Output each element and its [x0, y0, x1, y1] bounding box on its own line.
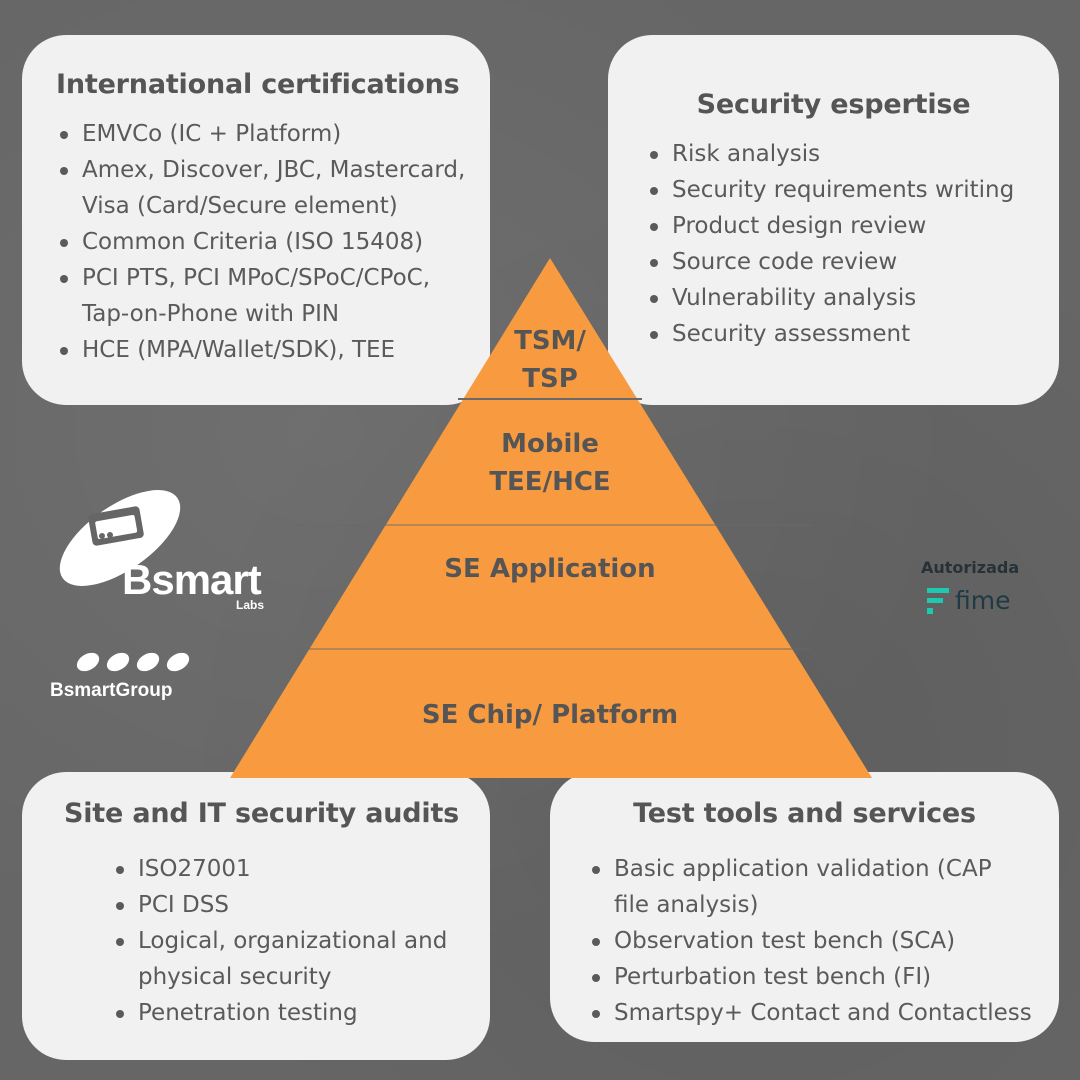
bsmart-logo: Bsmart Labs — [50, 478, 280, 618]
bsmart-group-logo: BsmartGroup — [50, 648, 200, 708]
list-item: Penetration testing — [112, 995, 490, 1031]
list-item: PCI DSS — [112, 887, 490, 923]
bsmart-group-icons — [76, 652, 190, 672]
audits-card: Site and IT security audits ISO27001 PCI… — [22, 772, 490, 1060]
list-item: Security assessment — [646, 316, 1059, 352]
bsmart-labs-text: Labs — [236, 598, 265, 612]
list-item: Observation test bench (SCA) — [588, 923, 1059, 959]
pyramid-triangle — [230, 258, 872, 778]
tools-card: Test tools and services Basic applicatio… — [550, 772, 1059, 1042]
list-item: Logical, organizational and physical sec… — [112, 923, 468, 995]
pyramid-level-se-chip: SE Chip/ Platform — [421, 700, 679, 730]
list-item: ISO27001 — [112, 851, 490, 887]
list-item: PCI PTS, PCI MPoC/SPoC/CPoC, Tap-on-Phon… — [56, 260, 482, 332]
pyramid-level-tsm: TSM/ TSP — [514, 326, 586, 394]
fime-icon — [927, 588, 949, 614]
security-title: Security espertise — [696, 89, 971, 120]
audits-title: Site and IT security audits — [64, 798, 460, 829]
list-item: Risk analysis — [646, 136, 1059, 172]
list-item: Basic application validation (CAP file a… — [588, 851, 1014, 923]
pyramid-level-se-application: SE Application — [444, 554, 656, 584]
audits-list: ISO27001 PCI DSS Logical, organizational… — [64, 851, 490, 1031]
security-list: Risk analysis Security requirements writ… — [646, 136, 1059, 352]
bsmart-group-wordmark: BsmartGroup — [50, 680, 173, 701]
list-item: Security requirements writing — [646, 172, 1059, 208]
list-item: EMVCo (IC + Platform) — [56, 116, 490, 152]
list-item: Common Criteria (ISO 15408) — [56, 224, 490, 260]
pyramid-level-mobile: Mobile TEE/HCE — [489, 429, 611, 497]
list-item: Smartspy+ Contact and Contactless — [588, 995, 1059, 1031]
bsmart-wordmark: Bsmart — [122, 556, 262, 603]
certifications-list: EMVCo (IC + Platform) Amex, Discover, JB… — [56, 116, 490, 368]
list-item: Perturbation test bench (FI) — [588, 959, 1059, 995]
bsmart-logo-icon — [59, 490, 181, 586]
list-item: Product design review — [646, 208, 1059, 244]
list-item: Amex, Discover, JBC, Mastercard, Visa (C… — [56, 152, 482, 224]
list-item: Source code review — [646, 244, 1059, 280]
certifications-title: International certifications — [56, 69, 460, 100]
fime-wordmark: fime — [955, 586, 1011, 615]
tools-title: Test tools and services — [633, 798, 976, 829]
security-card: Security espertise Risk analysis Securit… — [608, 35, 1059, 405]
list-item: Vulnerability analysis — [646, 280, 1059, 316]
fime-authorized: Autorizada fime — [915, 558, 1045, 628]
tools-list: Basic application validation (CAP file a… — [588, 851, 1059, 1031]
certifications-card: International certifications EMVCo (IC +… — [22, 35, 490, 405]
list-item: HCE (MPA/Wallet/SDK), TEE — [56, 332, 490, 368]
authorized-label: Autorizada — [921, 558, 1020, 577]
